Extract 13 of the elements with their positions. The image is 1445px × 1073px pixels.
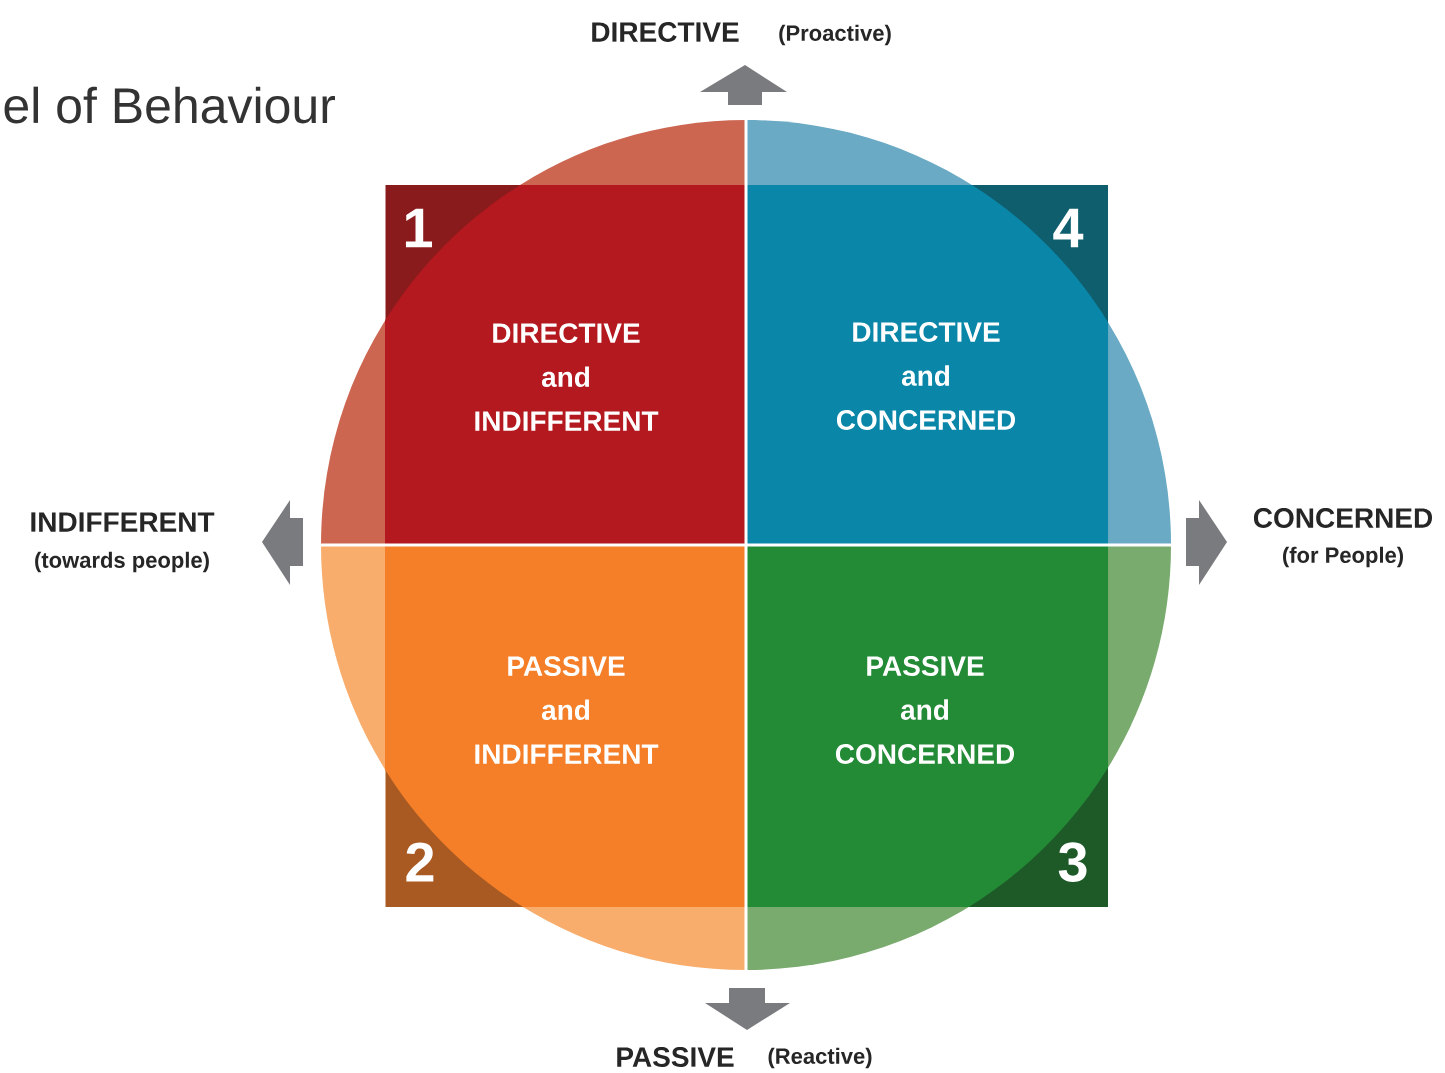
- quadrant-box: PASSIVE and INDIFFERENT 2: [385, 545, 746, 907]
- axis-sublabel: (Reactive): [768, 1047, 872, 1069]
- axis-label: INDIFFERENT: [31, 512, 215, 532]
- axis-sublabel: (Proactive): [779, 24, 891, 46]
- axis-label: CONCERNED: [1253, 508, 1433, 528]
- quadrant-box: DIRECTIVE and INDIFFERENT 1: [385, 185, 746, 545]
- quadrant-box: DIRECTIVE and CONCERNED 4: [746, 185, 1108, 545]
- quadrant-box: PASSIVE and CONCERNED 3: [746, 545, 1108, 907]
- axis-label: PASSIVE: [617, 1047, 734, 1067]
- title: el of Behaviour: [4, 86, 335, 124]
- axis-sublabel: (for People): [1283, 546, 1404, 568]
- axis-label: DIRECTIVE: [592, 22, 739, 42]
- axis-sublabel: (towards people): [35, 551, 209, 573]
